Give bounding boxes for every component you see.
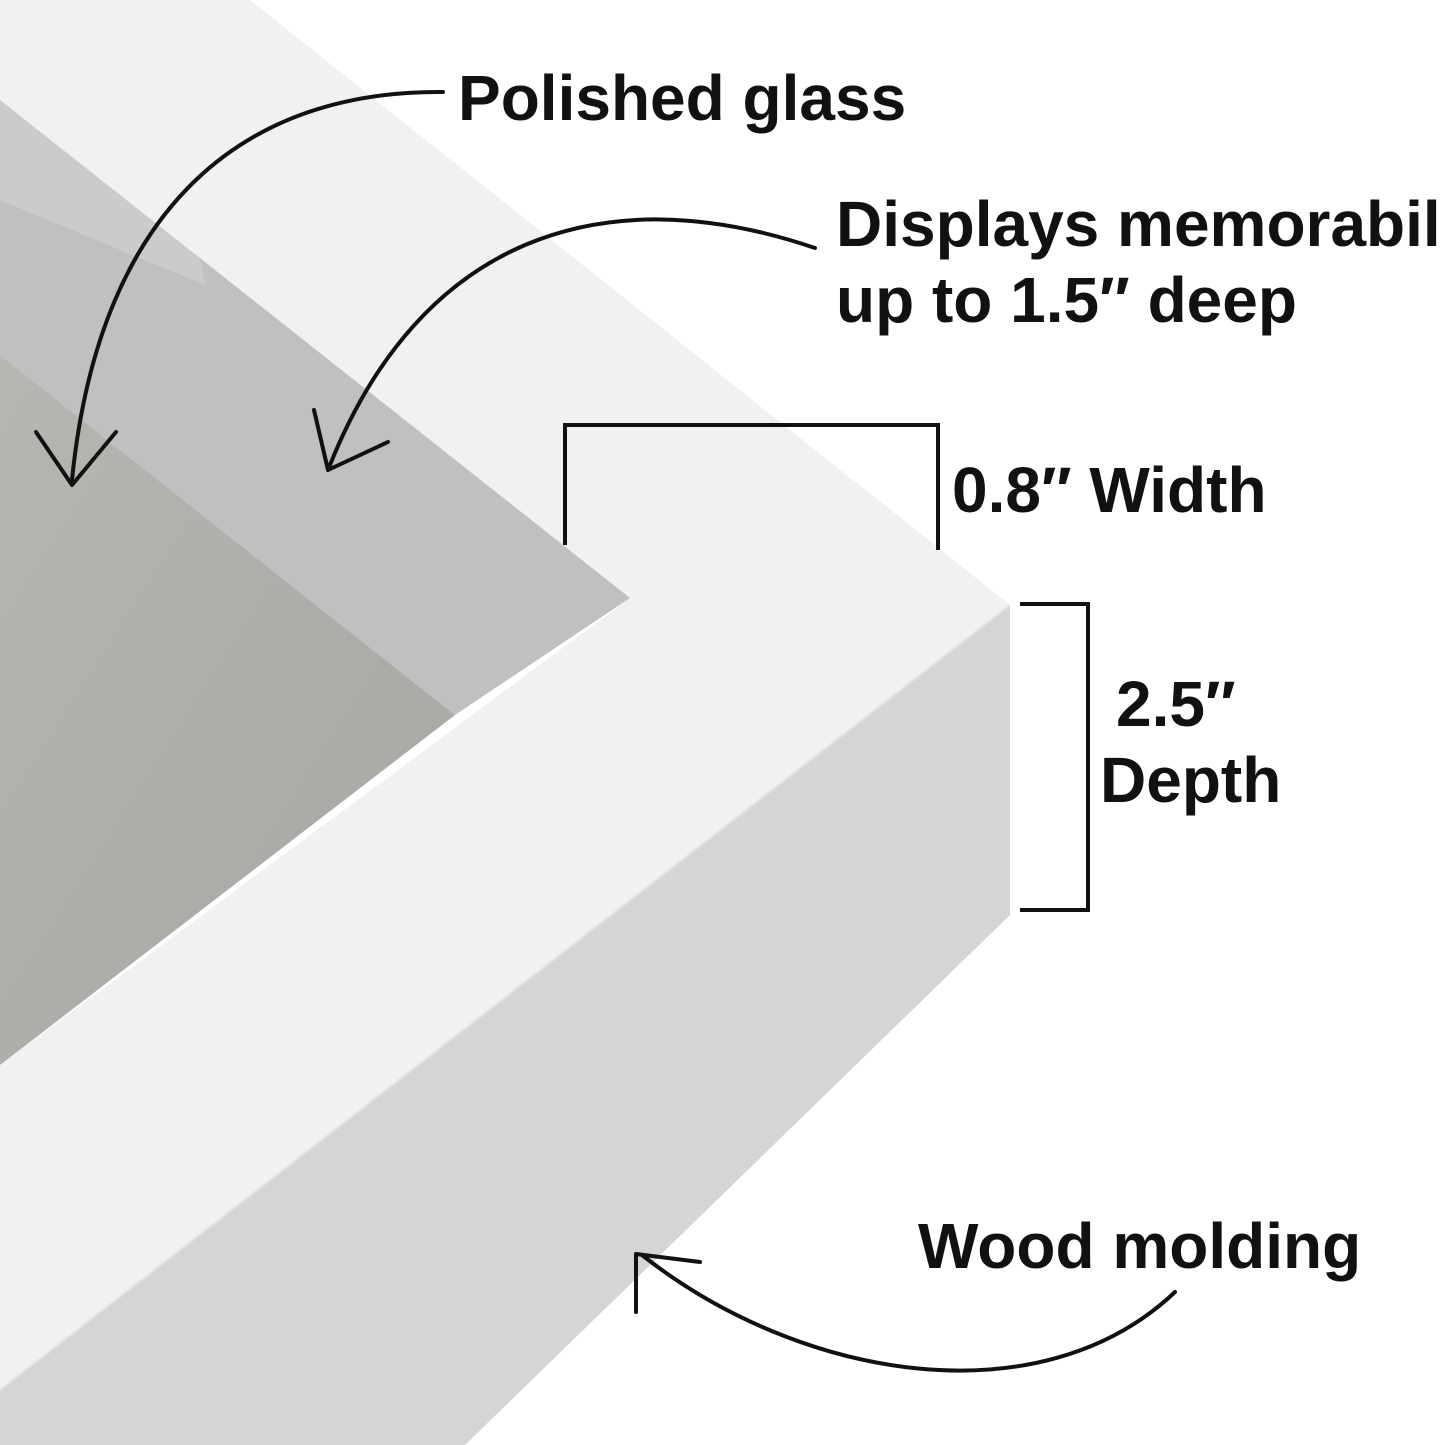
frame-face <box>0 0 1010 1390</box>
frame-edge <box>0 604 1011 1391</box>
depth-value-label: 2.5″ <box>1116 668 1236 740</box>
width-label: 0.8″ Width <box>952 454 1267 526</box>
backing-panel <box>0 355 455 1065</box>
depth-word-label: Depth <box>1100 744 1281 816</box>
memorabilia-label-line2: up to 1.5″ deep <box>836 264 1297 336</box>
glass-reflection <box>0 280 455 1065</box>
frame-side <box>0 605 1010 1445</box>
width-bracket <box>563 423 940 550</box>
glass-label: Polished glass <box>458 62 906 134</box>
molding-arrow <box>634 1252 1177 1373</box>
memorabilia-label-line1: Displays memorabilia <box>836 188 1445 260</box>
depth-bracket <box>1020 602 1090 912</box>
memorabilia-arrow <box>312 217 817 472</box>
glass-arrow <box>34 89 445 487</box>
molding-label: Wood molding <box>918 1210 1361 1282</box>
